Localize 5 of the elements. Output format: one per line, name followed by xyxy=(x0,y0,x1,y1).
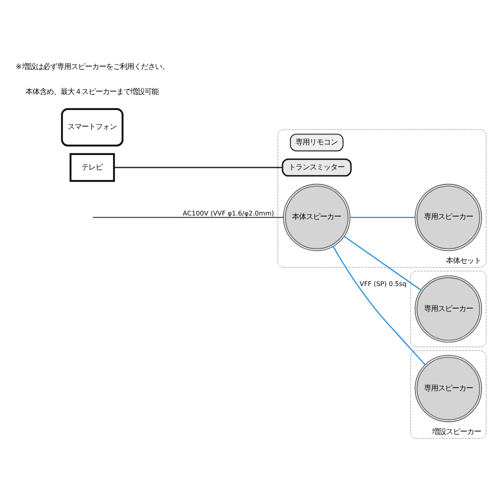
connector xyxy=(350,216,416,218)
connector xyxy=(114,166,282,168)
connector xyxy=(344,235,422,290)
connector xyxy=(92,216,284,218)
connector xyxy=(332,246,426,365)
